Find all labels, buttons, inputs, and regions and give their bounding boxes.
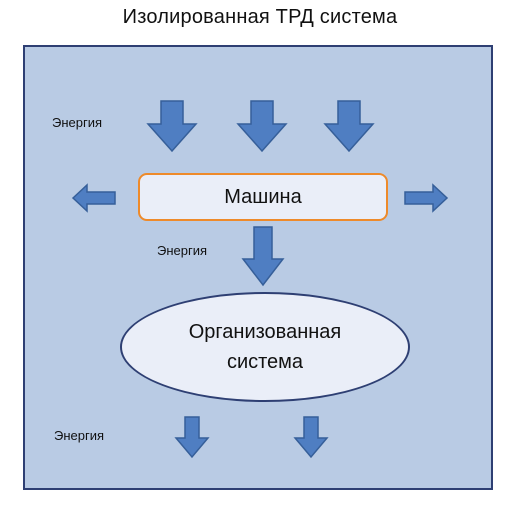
machine-label: Машина xyxy=(224,185,302,208)
diagram-title: Изолированная ТРД система xyxy=(122,6,398,28)
down-arrow-icon xyxy=(174,416,210,459)
down-arrow-icon xyxy=(241,226,285,287)
machine-box: Машина xyxy=(138,173,388,221)
energy-label-middle: Энергия xyxy=(157,243,208,258)
down-arrow-icon xyxy=(146,100,198,153)
right-arrow-icon xyxy=(404,183,449,213)
down-arrow-icon xyxy=(236,100,288,153)
organized-system-label-line2: система xyxy=(226,351,304,373)
down-arrow-icon xyxy=(323,100,375,153)
down-arrow-icon xyxy=(293,416,329,459)
organized-system-ellipse: Организованная система xyxy=(120,292,410,402)
left-arrow-icon xyxy=(71,183,116,213)
organized-system-label-line1: Организованная xyxy=(188,321,342,343)
energy-label-top: Энергия xyxy=(52,115,103,130)
energy-label-bottom: Энергия xyxy=(54,428,105,443)
